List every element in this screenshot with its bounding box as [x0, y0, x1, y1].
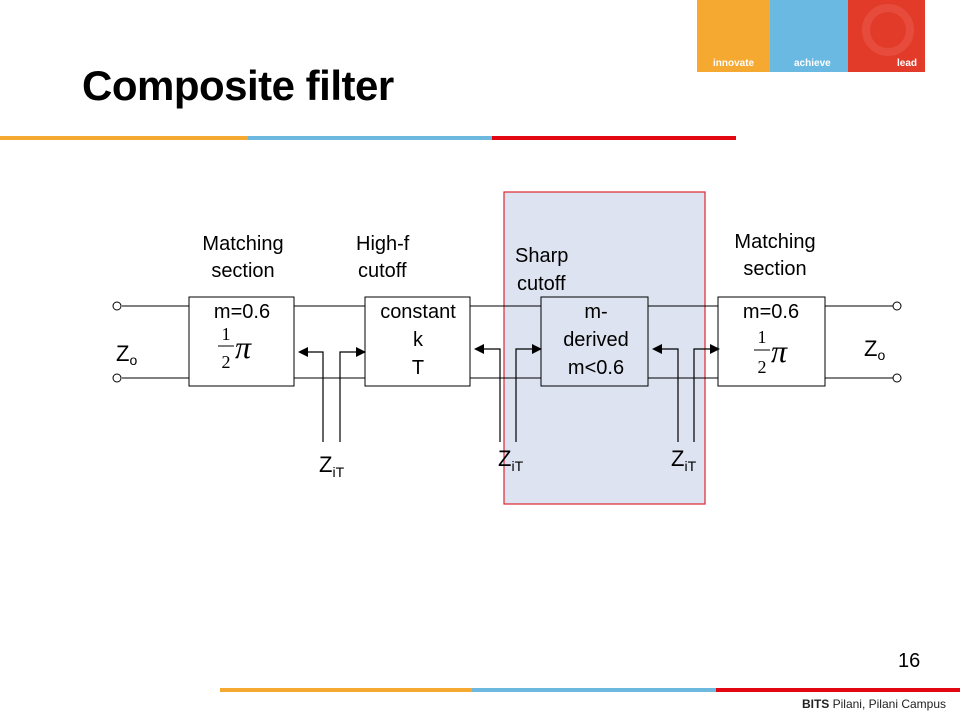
logo-label-achieve: achieve: [794, 58, 831, 69]
page-number: 16: [898, 650, 921, 672]
box-right-fraction-num: 1: [758, 327, 767, 347]
title-divider-orange: [0, 136, 248, 140]
matching-section-left-box: [188, 296, 295, 387]
terminal-right-top: [892, 301, 902, 311]
box-mderived-line2: derived: [563, 329, 629, 351]
header-sharp-line2: cutoff: [517, 273, 566, 295]
interface-3-label: ZiT: [671, 446, 697, 474]
gear-icon: [862, 4, 914, 56]
m-derived-box: [540, 296, 649, 387]
matching-section-right-box: [717, 296, 826, 387]
interface-1-label: ZiT: [319, 452, 345, 480]
interface-2-arrows: [474, 344, 542, 442]
title-divider-red: [492, 136, 736, 140]
box-constk-line2: k: [413, 329, 424, 351]
box-right-m-value: m=0.6: [743, 301, 799, 323]
header-matching-right-line1: Matching: [734, 231, 815, 253]
logo-segment-lead: lead: [848, 0, 925, 72]
terminal-left-bottom: [112, 373, 122, 383]
box-right-fraction-den: 2: [758, 357, 767, 377]
right-port-label: Zo: [864, 336, 885, 363]
left-port-label: Zo: [116, 341, 137, 368]
box-constk-line3: T: [412, 357, 424, 379]
header-matching-right-line2: section: [743, 258, 806, 280]
page-title: Composite filter: [82, 62, 394, 109]
bits-logo-banner: innovate achieve lead: [697, 0, 925, 72]
logo-label-lead: lead: [896, 58, 917, 69]
footer-campus-text: Pilani, Pilani Campus: [829, 697, 946, 711]
box-mderived-line3: m<0.6: [568, 357, 624, 379]
header-matching-left-line2: section: [211, 260, 274, 282]
box-left-fraction-num: 1: [222, 324, 231, 344]
header-sharp-line1: Sharp: [515, 245, 568, 267]
footer-bits: BITS: [801, 697, 830, 711]
header-matching-left-line1: Matching: [202, 233, 283, 255]
header-highf-line2: cutoff: [358, 260, 407, 282]
box-right-pi: π: [771, 333, 788, 369]
footer-divider-red: [716, 688, 960, 692]
box-constk-line1: constant: [380, 301, 456, 323]
interface-3-arrows: [652, 344, 720, 442]
interface-2-label: ZiT: [498, 446, 524, 474]
logo-segment-innovate: innovate: [697, 0, 770, 72]
interface-1-arrows: [298, 347, 366, 442]
footer-divider-blue: [472, 688, 716, 692]
box-left-m-value: m=0.6: [214, 301, 270, 323]
footer-divider-orange: [220, 688, 472, 692]
terminal-right-bottom: [892, 373, 902, 383]
logo-segment-achieve: achieve: [770, 0, 848, 72]
box-left-pi: π: [235, 329, 252, 365]
title-divider-blue: [248, 136, 492, 140]
terminal-left-top: [112, 301, 122, 311]
box-mderived-line1: m-: [584, 301, 607, 323]
header-highf-line1: High-f: [356, 233, 410, 255]
constant-k-box: [364, 296, 471, 387]
box-left-fraction-den: 2: [222, 352, 231, 372]
footer-campus: BITS Pilani, Pilani Campus: [802, 697, 946, 711]
logo-label-innovate: innovate: [713, 58, 755, 69]
